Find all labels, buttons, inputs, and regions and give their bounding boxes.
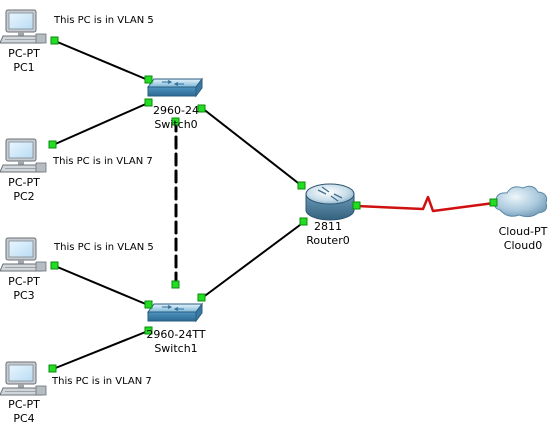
switch0-model-label: 2960-24 bbox=[153, 104, 199, 117]
port-up-icon bbox=[297, 181, 306, 190]
port-up-icon bbox=[48, 364, 57, 373]
cloud-icon bbox=[494, 185, 548, 218]
links bbox=[52, 40, 496, 370]
pc-icon bbox=[0, 9, 47, 44]
port-up-icon bbox=[144, 98, 153, 107]
pc-icon bbox=[0, 237, 47, 272]
port-up-icon bbox=[144, 326, 153, 335]
port-up-icon bbox=[171, 280, 180, 289]
pc3-model-label: PC-PT bbox=[8, 275, 40, 288]
pc4-name-label: PC4 bbox=[13, 412, 35, 425]
link-switch1-router0[interactable] bbox=[201, 221, 305, 299]
switch1-name-label: Switch1 bbox=[154, 342, 198, 355]
link-pc3-switch1[interactable] bbox=[54, 265, 149, 306]
pc-icon bbox=[0, 138, 47, 173]
device-cloud0[interactable] bbox=[494, 185, 548, 218]
cloud0-name-label: Cloud0 bbox=[503, 239, 543, 252]
device-pc2[interactable] bbox=[0, 138, 47, 173]
cloud0-model-label: Cloud-PT bbox=[498, 225, 548, 238]
switch-icon bbox=[147, 78, 203, 97]
port-up-icon bbox=[144, 300, 153, 309]
switch-icon bbox=[147, 303, 203, 322]
pc4-vlan-note: This PC is in VLAN 7 bbox=[52, 376, 152, 387]
pc3-name-label: PC3 bbox=[13, 289, 35, 302]
link-pc4-switch1[interactable] bbox=[52, 330, 149, 370]
port-up-icon bbox=[197, 293, 206, 302]
port-up-icon bbox=[197, 104, 206, 113]
pc3-vlan-note: This PC is in VLAN 5 bbox=[54, 242, 154, 253]
pc-icon bbox=[0, 361, 47, 396]
device-pc4[interactable] bbox=[0, 361, 47, 396]
port-up-icon bbox=[50, 261, 59, 270]
pc2-model-label: PC-PT bbox=[8, 176, 40, 189]
link-pc1-switch0[interactable] bbox=[54, 40, 149, 81]
pc2-name-label: PC2 bbox=[13, 190, 35, 203]
link-pc2-switch0[interactable] bbox=[52, 102, 149, 146]
port-up-icon bbox=[489, 198, 498, 207]
port-up-icon bbox=[144, 75, 153, 84]
port-up-icon bbox=[48, 140, 57, 149]
port-up-icon bbox=[352, 201, 361, 210]
switch1-model-label: 2960-24TT bbox=[146, 328, 206, 341]
pc4-model-label: PC-PT bbox=[8, 398, 40, 411]
device-switch0[interactable] bbox=[147, 78, 203, 97]
port-indicators bbox=[48, 36, 498, 373]
pc2-vlan-note: This PC is in VLAN 7 bbox=[53, 156, 153, 167]
router-icon bbox=[305, 183, 355, 221]
switch0-name-label: Switch0 bbox=[154, 118, 198, 131]
pc1-name-label: PC1 bbox=[13, 61, 35, 74]
pc1-vlan-note: This PC is in VLAN 5 bbox=[54, 15, 154, 26]
port-up-icon bbox=[299, 217, 308, 226]
link-router0-cloud0-serial[interactable] bbox=[355, 195, 496, 213]
device-router0[interactable] bbox=[305, 183, 355, 221]
router0-model-label: 2811 bbox=[314, 220, 342, 233]
device-pc1[interactable] bbox=[0, 9, 47, 44]
port-up-icon bbox=[171, 117, 180, 126]
port-up-icon bbox=[50, 36, 59, 45]
pc1-model-label: PC-PT bbox=[8, 47, 40, 60]
device-pc3[interactable] bbox=[0, 237, 47, 272]
router0-name-label: Router0 bbox=[306, 234, 350, 247]
device-switch1[interactable] bbox=[147, 303, 203, 322]
link-switch0-router0[interactable] bbox=[201, 107, 303, 187]
